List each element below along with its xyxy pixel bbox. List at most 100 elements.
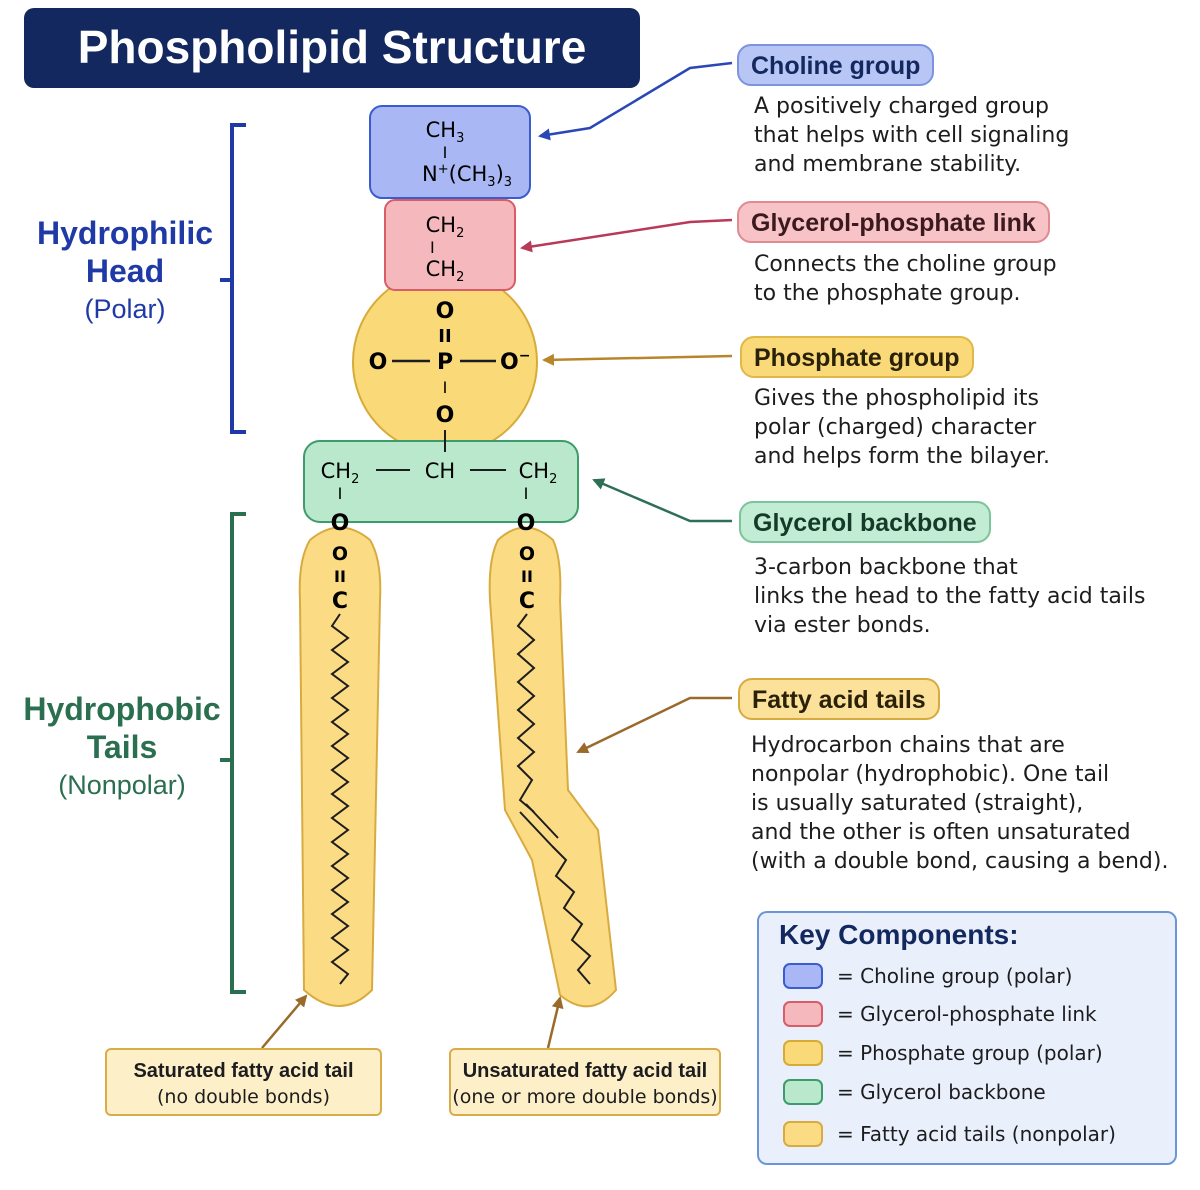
- unsaturated-tail-shape: [488, 526, 618, 1008]
- key-title: Key Components:: [779, 919, 1019, 950]
- double-bond-line-b: [525, 803, 559, 839]
- sat-carbonyl-bond: II: [334, 567, 346, 586]
- tails-line1: Hydrophobic: [23, 691, 221, 727]
- unsaturated-label-arrow: [546, 996, 564, 1049]
- saturated-chain: [330, 613, 350, 985]
- glycerol-o-right: O: [517, 511, 536, 536]
- tails-sub: (Nonpolar): [58, 770, 186, 800]
- unsaturated-chain-upper: [516, 613, 536, 813]
- glycerol-box: [303, 440, 579, 523]
- glycerol-arrow: [592, 478, 732, 523]
- tails-arrow: [576, 696, 732, 754]
- page-title: Phospholipid Structure: [24, 8, 640, 88]
- link-ch2-a: CH2: [426, 213, 465, 241]
- key-item: = Choline group (polar): [783, 963, 1072, 995]
- phosphate-arrow: [542, 353, 733, 366]
- sat-carbonyl-o: O: [332, 543, 348, 565]
- desc-line: is usually saturated (straight),: [751, 791, 1084, 816]
- phosphate-o-right: O−: [500, 348, 530, 375]
- saturated-tail-label: Saturated fatty acid tail (no double bon…: [105, 1048, 382, 1116]
- sat-carbonyl-c: C: [332, 589, 348, 614]
- desc-line: nonpolar (hydrophobic). One tail: [751, 762, 1110, 787]
- glycerol-bar-left: I: [338, 484, 343, 503]
- phosphate-p: P: [437, 350, 453, 375]
- callout-glycerol-desc: 3-carbon backbone that links the head to…: [754, 553, 1146, 640]
- choline-bar: I: [443, 143, 448, 162]
- desc-line: (with a double bond, causing a bend).: [751, 849, 1169, 874]
- saturated-tail-shape: [298, 526, 382, 1007]
- glycerol-ch2-right: CH2: [519, 459, 558, 487]
- key-item-text: = Glycerol backbone: [837, 1080, 1046, 1104]
- phosphate-bar: I: [443, 378, 448, 397]
- saturated-tail-title: Saturated fatty acid tail: [133, 1060, 354, 1082]
- key-item-text: = Fatty acid tails (nonpolar): [837, 1122, 1116, 1146]
- tails-swatch: [783, 1121, 823, 1147]
- hydrophilic-head-label: Hydrophilic Head (Polar): [20, 214, 230, 328]
- head-line2: Head: [85, 253, 165, 289]
- glycerol-swatch: [783, 1079, 823, 1105]
- head-sub: (Polar): [84, 294, 166, 324]
- link-ch2-b: CH2: [426, 257, 465, 285]
- key-legend: Key Components: = Choline group (polar) …: [757, 911, 1177, 1165]
- key-item: = Fatty acid tails (nonpolar): [783, 1121, 1116, 1153]
- unsaturated-tail-title: Unsaturated fatty acid tail: [462, 1060, 708, 1082]
- unsat-carbonyl-o: O: [519, 543, 535, 565]
- desc-line: and helps form the bilayer.: [754, 444, 1051, 469]
- glycerol-ch2-left: CH2: [321, 459, 360, 487]
- choline-arrow: [538, 61, 733, 141]
- key-item-text: = Glycerol-phosphate link: [837, 1002, 1097, 1026]
- double-bond-line-a: [519, 811, 553, 847]
- key-item: = Glycerol backbone: [783, 1079, 1046, 1111]
- desc-line: Gives the phospholipid its: [754, 386, 1039, 411]
- callout-choline-desc: A positively charged group that helps wi…: [754, 92, 1069, 179]
- unsat-carbonyl-c: C: [519, 589, 535, 614]
- glycerol-ch: CH: [425, 459, 455, 483]
- desc-line: and the other is often unsaturated: [751, 820, 1131, 845]
- glycerol-phosphate-box: [384, 199, 516, 291]
- glycerol-o-left: O: [331, 511, 350, 536]
- phosphate-double-bond: II: [438, 326, 451, 347]
- unsaturated-tail-sub: (one or more double bonds): [452, 1086, 718, 1108]
- callout-choline-label: Choline group: [737, 44, 935, 86]
- head-bracket: [220, 123, 246, 434]
- tails-line2: Tails: [86, 729, 158, 765]
- choline-swatch: [783, 963, 823, 989]
- desc-line: Connects the choline group: [754, 252, 1057, 277]
- desc-line: 3-carbon backbone that: [754, 555, 1018, 580]
- callout-glycerol-phosphate-label: Glycerol-phosphate link: [737, 201, 1050, 243]
- hydrophobic-tails-label: Hydrophobic Tails (Nonpolar): [14, 690, 230, 804]
- glycerol-phosphate-swatch: [783, 1001, 823, 1027]
- desc-line: A positively charged group: [754, 94, 1049, 119]
- key-item: = Glycerol-phosphate link: [783, 1001, 1097, 1033]
- desc-line: polar (charged) character: [754, 415, 1037, 440]
- key-item: = Phosphate group (polar): [783, 1040, 1103, 1072]
- glycerol-phosphate-arrow: [520, 218, 733, 253]
- phosphate-o-bottom: O: [436, 403, 455, 428]
- callout-tails-label: Fatty acid tails: [738, 678, 940, 720]
- callout-tails-desc: Hydrocarbon chains that are nonpolar (hy…: [751, 731, 1168, 876]
- desc-line: links the head to the fatty acid tails: [754, 584, 1146, 609]
- choline-box: [369, 105, 531, 199]
- desc-line: via ester bonds.: [754, 613, 931, 638]
- callout-glycerol-phosphate-desc: Connects the choline group to the phosph…: [754, 250, 1057, 308]
- key-item-text: = Phosphate group (polar): [837, 1041, 1103, 1065]
- saturated-label-arrow: [261, 994, 308, 1049]
- phosphate-o-top: O: [436, 299, 455, 324]
- tails-bracket: [220, 512, 246, 994]
- choline-n: N+(CH3)3: [422, 162, 512, 190]
- phosphate-swatch: [783, 1040, 823, 1066]
- desc-line: that helps with cell signaling: [754, 123, 1070, 148]
- saturated-tail-sub: (no double bonds): [156, 1086, 330, 1108]
- callout-phosphate-label: Phosphate group: [740, 336, 974, 378]
- desc-line: Hydrocarbon chains that are: [751, 733, 1065, 758]
- choline-ch3: CH3: [426, 118, 465, 146]
- desc-line: and membrane stability.: [754, 152, 1022, 177]
- link-bar: I: [430, 238, 435, 257]
- unsaturated-chain-lower: [551, 845, 592, 985]
- callout-glycerol-label: Glycerol backbone: [739, 501, 991, 543]
- head-line1: Hydrophilic: [36, 215, 213, 251]
- callout-phosphate-desc: Gives the phospholipid its polar (charge…: [754, 384, 1050, 471]
- glycerol-bar-right: I: [524, 484, 529, 503]
- phosphate-o-left: O: [369, 350, 388, 375]
